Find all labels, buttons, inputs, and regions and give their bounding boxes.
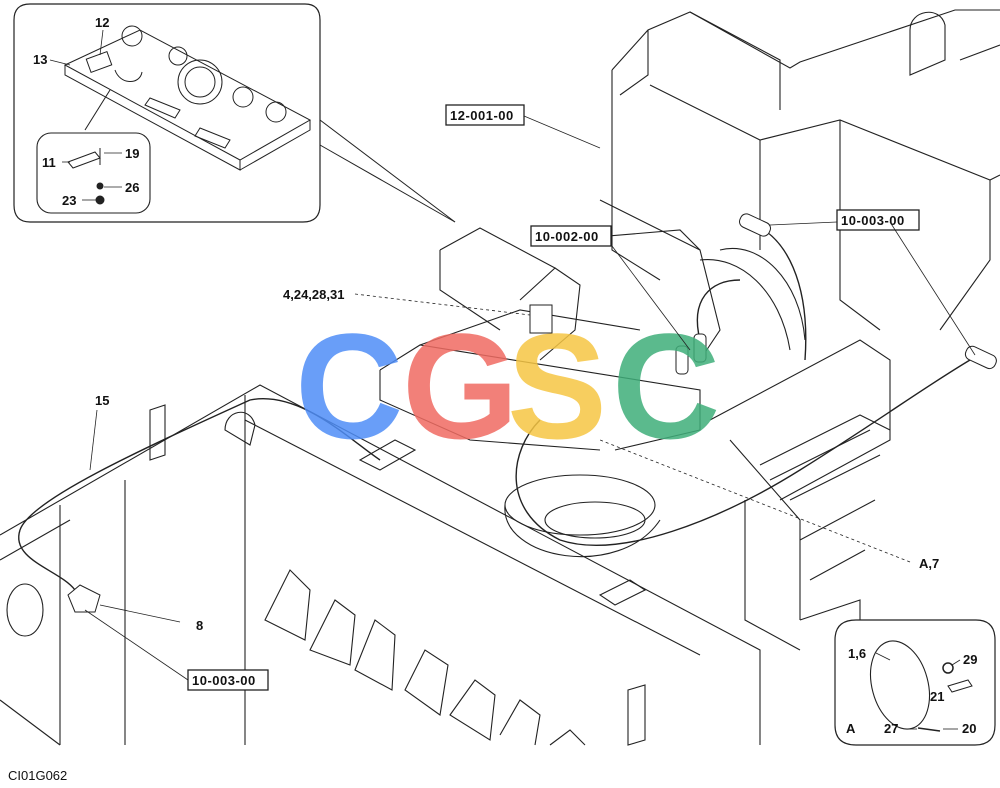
- reference-label: 10-003-00: [192, 673, 256, 688]
- callout-label: 8: [196, 618, 203, 633]
- watermark-letter-4: C: [612, 302, 720, 470]
- callout-label: A: [846, 721, 856, 736]
- reference-label: 10-003-00: [841, 213, 905, 228]
- reference-boxes: 12-001-00 10-002-00 10-003-00 10-003-00: [187, 104, 920, 691]
- callout-label: 1,6: [848, 646, 866, 661]
- callout-label: 15: [95, 393, 109, 408]
- watermark: C G S C: [295, 302, 720, 470]
- callout-label: 27: [884, 721, 898, 736]
- main-callouts: 4,24,28,31 15 8 A,7: [95, 287, 939, 633]
- machine-frame-linework: [0, 9, 1000, 746]
- callout-label: 21: [930, 689, 944, 704]
- watermark-letter-2: G: [402, 302, 519, 470]
- callout-label: 12: [95, 15, 109, 30]
- callout-label: 11: [42, 155, 56, 170]
- callout-label: 29: [963, 652, 977, 667]
- callout-label: A,7: [919, 556, 939, 571]
- leader-lines: [84, 115, 976, 681]
- callout-label: 19: [125, 146, 139, 161]
- callout-label: 20: [962, 721, 976, 736]
- callout-label: 23: [62, 193, 76, 208]
- callout-label: 13: [33, 52, 47, 67]
- drawing-code: CI01G062: [8, 768, 68, 783]
- watermark-letter-3: S: [507, 302, 607, 470]
- reference-label: 12-001-00: [450, 108, 514, 123]
- reference-label: 10-002-00: [535, 229, 599, 244]
- callout-label: 4,24,28,31: [283, 287, 344, 302]
- inset-instrument-panel: 12 13 11 19 26 23: [13, 3, 456, 223]
- inset-cover-plate: 1,6 29 21 A 27 20: [834, 619, 996, 746]
- watermark-letter-1: C: [295, 302, 403, 470]
- callout-label: 26: [125, 180, 139, 195]
